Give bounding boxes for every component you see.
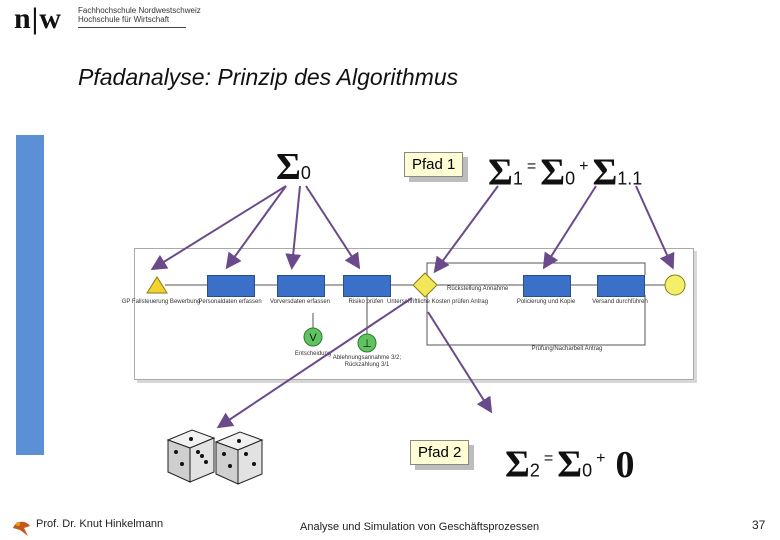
footer-logo-icon [13,521,30,536]
svg-text:⊥: ⊥ [362,338,372,350]
task-node-2 [277,275,325,297]
footer-course-title: Analyse und Simulation von Geschäftsproz… [300,521,540,533]
arrow-decision-path2 [427,311,493,414]
header-divider [78,27,186,28]
task-node-1 [207,275,255,297]
label-l-gate: Ablehnungsannahme 3/2; Rückzahlung 3/1 [332,355,402,368]
label-task-5: Versand durchführen [592,299,648,305]
l-gate-icon [357,333,377,353]
label-start: GP Fallsteuerung Bewerbung [121,299,201,305]
arrow-path1-end [635,185,675,270]
sigma-symbol: Σ [276,146,301,188]
label-task-3: Risiko prüfen [348,299,384,305]
page-number: 37 [752,518,766,532]
zero-value: 0 [615,443,635,486]
path-2-label: Pfad 2 [410,440,470,465]
label-rejection: Rückstellung Annahme [447,286,509,292]
sigma-symbol: Σ [505,443,530,486]
label-task-1: Personaldaten erfassen [198,299,262,305]
sigma-symbol: Σ [488,151,513,194]
start-event-icon [146,276,168,294]
arrow-decision-dice [216,297,413,429]
label-task-4: Policierung und Kopie [516,299,576,305]
sigma-symbol: Σ [557,443,583,486]
slide-title: Pfadanalyse: Prinzip des Algorithmus [78,64,459,90]
decision-gateway-icon [412,272,438,298]
institution-name: Fachhochschule Nordwestschweiz Hochschul… [78,6,201,24]
path-1-label: Pfad 1 [404,152,464,177]
task-node-3 [343,275,391,297]
v-gate-icon [303,327,323,347]
sigma-symbol: Σ [540,151,566,194]
sum-0: Σ0 [276,148,311,192]
label-task-2: Vorversdaten erfassen [269,299,331,305]
sigma-symbol: Σ [592,151,618,194]
footer-author: Prof. Dr. Knut Hinkelmann [36,518,164,530]
process-diagram: V ⊥ GP Fallsteuerung Bewerbung Personald… [122,248,694,380]
arrow-sum0-task1 [225,185,287,270]
label-v-gate: Entscheidung [294,351,332,357]
end-event-icon [664,274,686,296]
path-1-formula: Σ1=Σ0+Σ1.1 [488,148,642,198]
path-2-formula: Σ2=Σ0+0 [505,440,634,490]
arrow-sum0-task2 [285,185,302,270]
equals-sign: = [526,158,537,175]
label-rework: Prüfung/Nacharbeit Antrag [531,346,603,352]
arrow-sum0-start [150,185,287,271]
svg-text:V: V [309,332,317,344]
logo-text: n|w [14,2,62,35]
arrow-path1-decision [433,185,499,274]
path-1-sub-left: 1 [512,168,523,189]
path-2-sub-mid: 0 [582,460,593,481]
task-node-5 [597,275,645,297]
path-1-sub-mid: 0 [565,168,576,189]
plus-sign: + [596,450,606,467]
institution-line-1: Fachhochschule Nordwestschweiz [78,6,201,15]
accent-bar [16,135,44,455]
task-node-4 [523,275,571,297]
sum-0-subscript: 0 [300,163,311,183]
institution-line-2: Hochschule für Wirtschaft [78,15,170,24]
diagram-connectors: V ⊥ [146,262,686,353]
arrow-path1-task4 [542,185,597,270]
path-2-sub-left: 2 [529,460,540,481]
institution-logo: n|w [14,4,62,34]
equals-sign: = [543,450,554,467]
dice-icon [166,429,264,485]
label-decision: Unterschriftliche Kosten prüfen Antrag [387,299,489,305]
path-1-sub-right: 1.1 [617,168,643,189]
plus-sign: + [579,158,589,175]
arrow-sum0-task3 [305,185,361,270]
